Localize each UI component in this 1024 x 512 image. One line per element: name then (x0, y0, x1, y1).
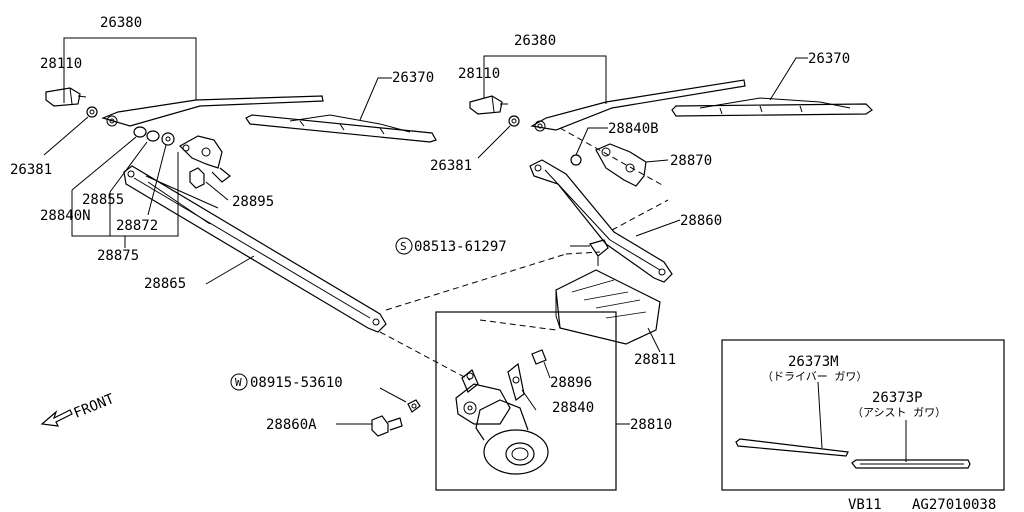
label-26381-right: 26381 (430, 158, 472, 174)
front-arrow-icon (40, 409, 73, 427)
label-driver-side: （ドライバー ガワ） (762, 370, 867, 383)
label-diagram-code: AG27010038 (912, 497, 996, 512)
right-connecting-rod (529, 159, 681, 283)
label-08915-53610: 08915-53610 (250, 375, 343, 391)
label-28110-left: 28110 (40, 56, 82, 72)
label-circle-s: S (400, 240, 407, 253)
label-28840N: 28840N (40, 208, 91, 224)
label-28895: 28895 (232, 194, 274, 210)
label-28870: 28870 (670, 153, 712, 169)
label-28860A: 28860A (266, 417, 317, 433)
right-washer-nozzle (469, 80, 508, 115)
washer-08915-53610 (230, 373, 421, 413)
label-28855: 28855 (82, 192, 124, 208)
left-wiper-arm (63, 37, 324, 127)
label-28840B: 28840B (608, 121, 659, 137)
label-28872: 28872 (116, 218, 158, 234)
label-28840: 28840 (552, 400, 594, 416)
label-28811: 28811 (634, 352, 676, 368)
label-08513-61297: 08513-61297 (414, 239, 507, 255)
part-labels: 26380 28110 26370 26381 28855 28840N 288… (10, 15, 996, 512)
label-28875: 28875 (97, 248, 139, 264)
left-arm-nut (43, 106, 98, 156)
label-circle-w: W (235, 376, 242, 389)
screw-08513-61297 (395, 237, 609, 266)
blade-refill-box (721, 339, 1005, 491)
label-26380-left: 26380 (100, 15, 142, 31)
right-wiper-arm (483, 55, 746, 132)
label-26373M: 26373M (788, 354, 839, 370)
label-28896: 28896 (550, 375, 592, 391)
label-28865: 28865 (144, 276, 186, 292)
label-26381-left: 26381 (10, 162, 52, 178)
right-pivot-parts (570, 127, 669, 187)
label-28810: 28810 (630, 417, 672, 433)
label-26370-right: 26370 (808, 51, 850, 67)
label-28860: 28860 (680, 213, 722, 229)
label-26370-left: 26370 (392, 70, 434, 86)
right-wiper-blade (671, 57, 873, 117)
label-28110-right: 28110 (458, 66, 500, 82)
label-front: FRONT (72, 391, 118, 422)
motor-box (435, 311, 617, 491)
assembly-dashed-lines (379, 127, 669, 381)
label-vb11: VB11 (848, 497, 882, 512)
motor-cover-28811 (555, 269, 661, 353)
bolt-28860A (336, 415, 403, 437)
label-26380-right: 26380 (514, 33, 556, 49)
right-arm-nut (477, 115, 520, 159)
label-26373P: 26373P (872, 390, 923, 406)
label-assist-side: （アシスト ガワ） (852, 406, 946, 419)
left-pivot-parts (71, 126, 231, 248)
left-washer-nozzle (45, 72, 87, 107)
left-connecting-rod (123, 165, 387, 333)
left-wiper-blade (245, 77, 437, 143)
wiper-motor-28810 (455, 349, 630, 475)
